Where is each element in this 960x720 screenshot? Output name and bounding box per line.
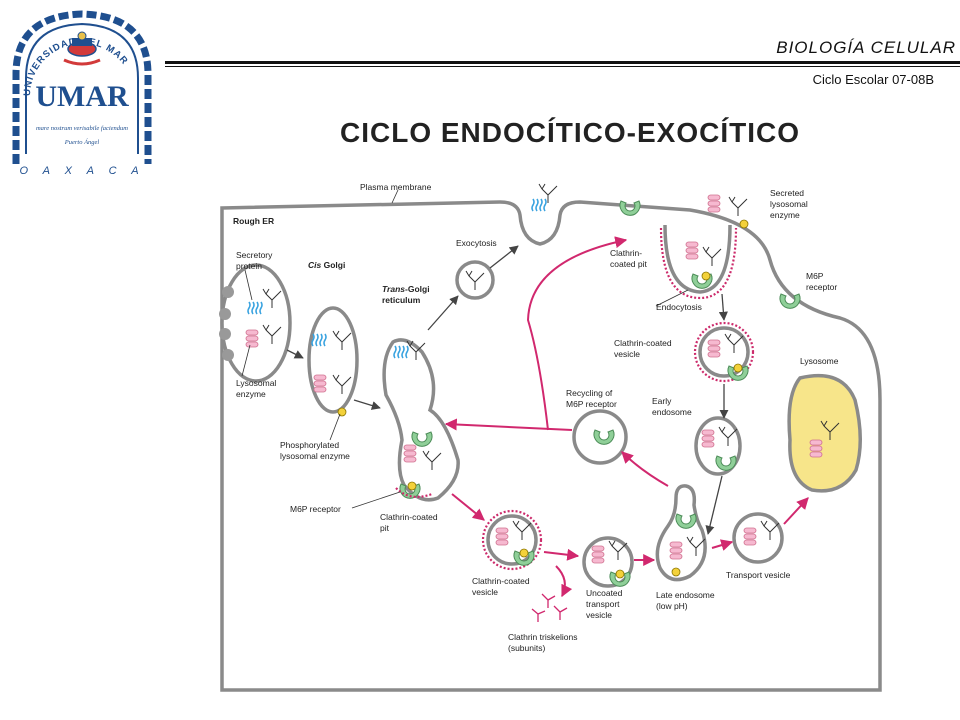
logo-letters: UMAR xyxy=(35,80,129,113)
label-m6p-receptor-left: M6P receptor xyxy=(290,504,341,514)
slide-title: CICLO ENDOCÍTICO-EXOCÍTICO xyxy=(340,117,800,148)
label-lysosome: Lysosome xyxy=(800,356,839,366)
label-clathrin-vesicle-right-2: vesicle xyxy=(614,349,640,359)
trans-golgi-reticulum xyxy=(382,338,460,502)
label-clathrin-vesicle-right-1: Clathrin-coated xyxy=(614,338,672,348)
lysosome xyxy=(787,373,862,493)
ribosomes xyxy=(219,286,234,361)
exocytosis-vesicle xyxy=(455,260,495,300)
recycling-vesicle xyxy=(572,409,628,465)
header-rule xyxy=(165,61,960,64)
label-early-endosome-2: endosome xyxy=(652,407,692,417)
label-lysosomal-enzyme-1: Lysosomal xyxy=(236,378,276,388)
label-uncoated-1: Uncoated xyxy=(586,588,623,598)
rough-er xyxy=(220,263,292,383)
label-secretory-protein-2: protein xyxy=(236,261,262,271)
label-recycling-2: M6P receptor xyxy=(566,399,617,409)
label-m6p-receptor-right-2: receptor xyxy=(806,282,837,292)
label-uncoated-3: vesicle xyxy=(586,610,612,620)
label-cis-golgi: Cis Golgi xyxy=(308,260,345,270)
clathrin-triskelions xyxy=(531,593,568,622)
label-secretory-protein-1: Secretory xyxy=(236,250,273,260)
label-clathrin-pit-top-1: Clathrin- xyxy=(610,248,642,258)
school-cycle: Ciclo Escolar 07-08B xyxy=(812,72,934,87)
late-endosome xyxy=(655,484,707,582)
label-phosphorylated-2: lysosomal enzyme xyxy=(280,451,350,461)
course-title: BIOLOGÍA CELULAR xyxy=(776,38,956,57)
label-clathrin-pit-left-1: Clathrin-coated xyxy=(380,512,438,522)
label-phosphorylated-1: Phosphorylated xyxy=(280,440,339,450)
label-secreted-enzyme-2: lysosomal xyxy=(770,199,808,209)
logo-place: Puerto Ángel xyxy=(64,138,100,146)
label-clathrin-pit-left-2: pit xyxy=(380,523,390,533)
label-early-endosome-1: Early xyxy=(652,396,672,406)
label-triskelions-2: (subunits) xyxy=(508,643,545,653)
label-clathrin-pit-top-2: coated pit xyxy=(610,259,647,269)
label-late-endosome-2: (low pH) xyxy=(656,601,688,611)
label-leader-lines xyxy=(241,189,689,509)
label-trans-golgi: Trans-Golgi xyxy=(382,284,430,294)
label-clathrin-vesicle-bottom-2: vesicle xyxy=(472,587,498,597)
label-transport-vesicle: Transport vesicle xyxy=(726,570,791,580)
university-logo: UNIVERSIDAD DEL MAR UMAR mare nostrum ve… xyxy=(12,10,152,177)
label-uncoated-2: transport xyxy=(586,599,620,609)
pathway-arrows-magenta xyxy=(444,236,809,598)
label-triskelions-1: Clathrin triskelions xyxy=(508,632,577,642)
label-secreted-enzyme-3: enzyme xyxy=(770,210,800,220)
logo-motto: mare nostrum verisabile faciendum xyxy=(36,125,128,132)
cis-golgi xyxy=(307,306,359,414)
label-plasma-membrane: Plasma membrane xyxy=(360,182,432,192)
label-secreted-enzyme-1: Secreted xyxy=(770,188,804,198)
transport-vesicle xyxy=(732,512,784,564)
label-rough-er: Rough ER xyxy=(233,216,274,226)
label-trans-golgi-3: reticulum xyxy=(382,295,421,305)
label-clathrin-vesicle-bottom-1: Clathrin-coated xyxy=(472,576,530,586)
logo-state: O A X A C A xyxy=(19,165,144,177)
header-rule-thin xyxy=(165,66,960,67)
label-late-endosome-1: Late endosome xyxy=(656,590,715,600)
pathway-arrows-gray xyxy=(286,245,729,535)
plasma-membrane xyxy=(220,200,882,692)
label-recycling-1: Recycling of xyxy=(566,388,613,398)
label-exocytosis: Exocytosis xyxy=(456,238,497,248)
label-lysosomal-enzyme-2: enzyme xyxy=(236,389,266,399)
label-endocytosis: Endocytosis xyxy=(656,302,702,312)
label-m6p-receptor-right-1: M6P xyxy=(806,271,824,281)
